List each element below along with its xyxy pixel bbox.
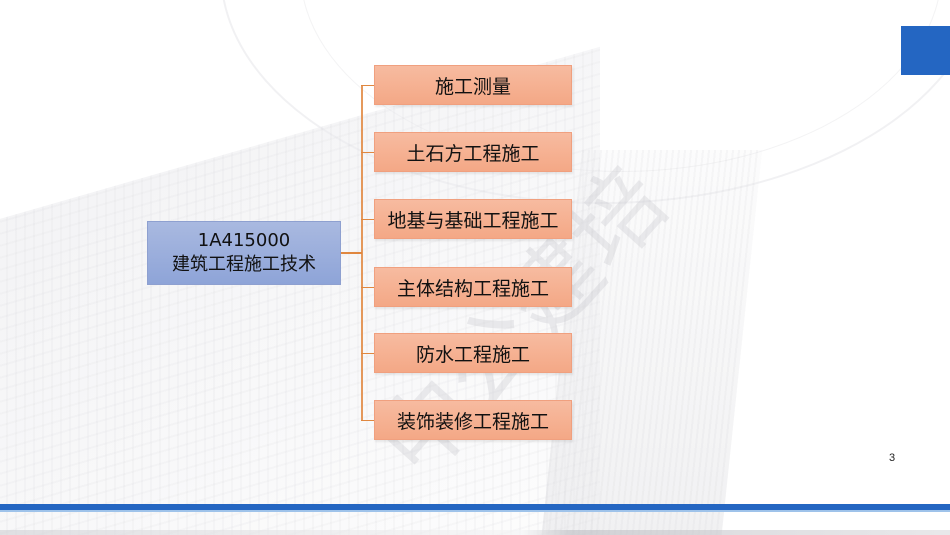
footer-accent-bar	[0, 504, 950, 512]
child-node-label: 主体结构工程施工	[396, 277, 549, 300]
child-node: 地基与基础工程施工	[374, 199, 572, 239]
child-node: 施工测量	[374, 65, 572, 105]
child-node-label: 装饰装修工程施工	[396, 410, 549, 433]
page-number: 3	[889, 452, 896, 464]
connector-branch	[361, 287, 374, 288]
root-node-code: 1A415000	[197, 230, 291, 251]
child-node: 防水工程施工	[374, 333, 572, 373]
child-node-label: 施工测量	[434, 75, 511, 98]
child-node-label: 防水工程施工	[415, 343, 530, 366]
child-node-label: 土石方工程施工	[406, 142, 540, 165]
child-node: 主体结构工程施工	[374, 267, 572, 307]
connector-root	[341, 252, 362, 254]
child-node: 土石方工程施工	[374, 132, 572, 172]
child-node-label: 地基与基础工程施工	[387, 209, 559, 232]
corner-accent-square	[901, 26, 950, 75]
connector-branch	[361, 353, 374, 354]
root-node: 1A415000 建筑工程施工技术	[147, 221, 341, 285]
connector-branch	[361, 219, 374, 220]
connector-trunk	[361, 85, 363, 421]
connector-branch	[361, 152, 374, 153]
footer-image-strip	[0, 530, 950, 535]
root-node-title: 建筑工程施工技术	[172, 254, 316, 275]
connector-branch	[361, 85, 374, 86]
connector-branch	[361, 420, 374, 421]
child-node: 装饰装修工程施工	[374, 400, 572, 440]
